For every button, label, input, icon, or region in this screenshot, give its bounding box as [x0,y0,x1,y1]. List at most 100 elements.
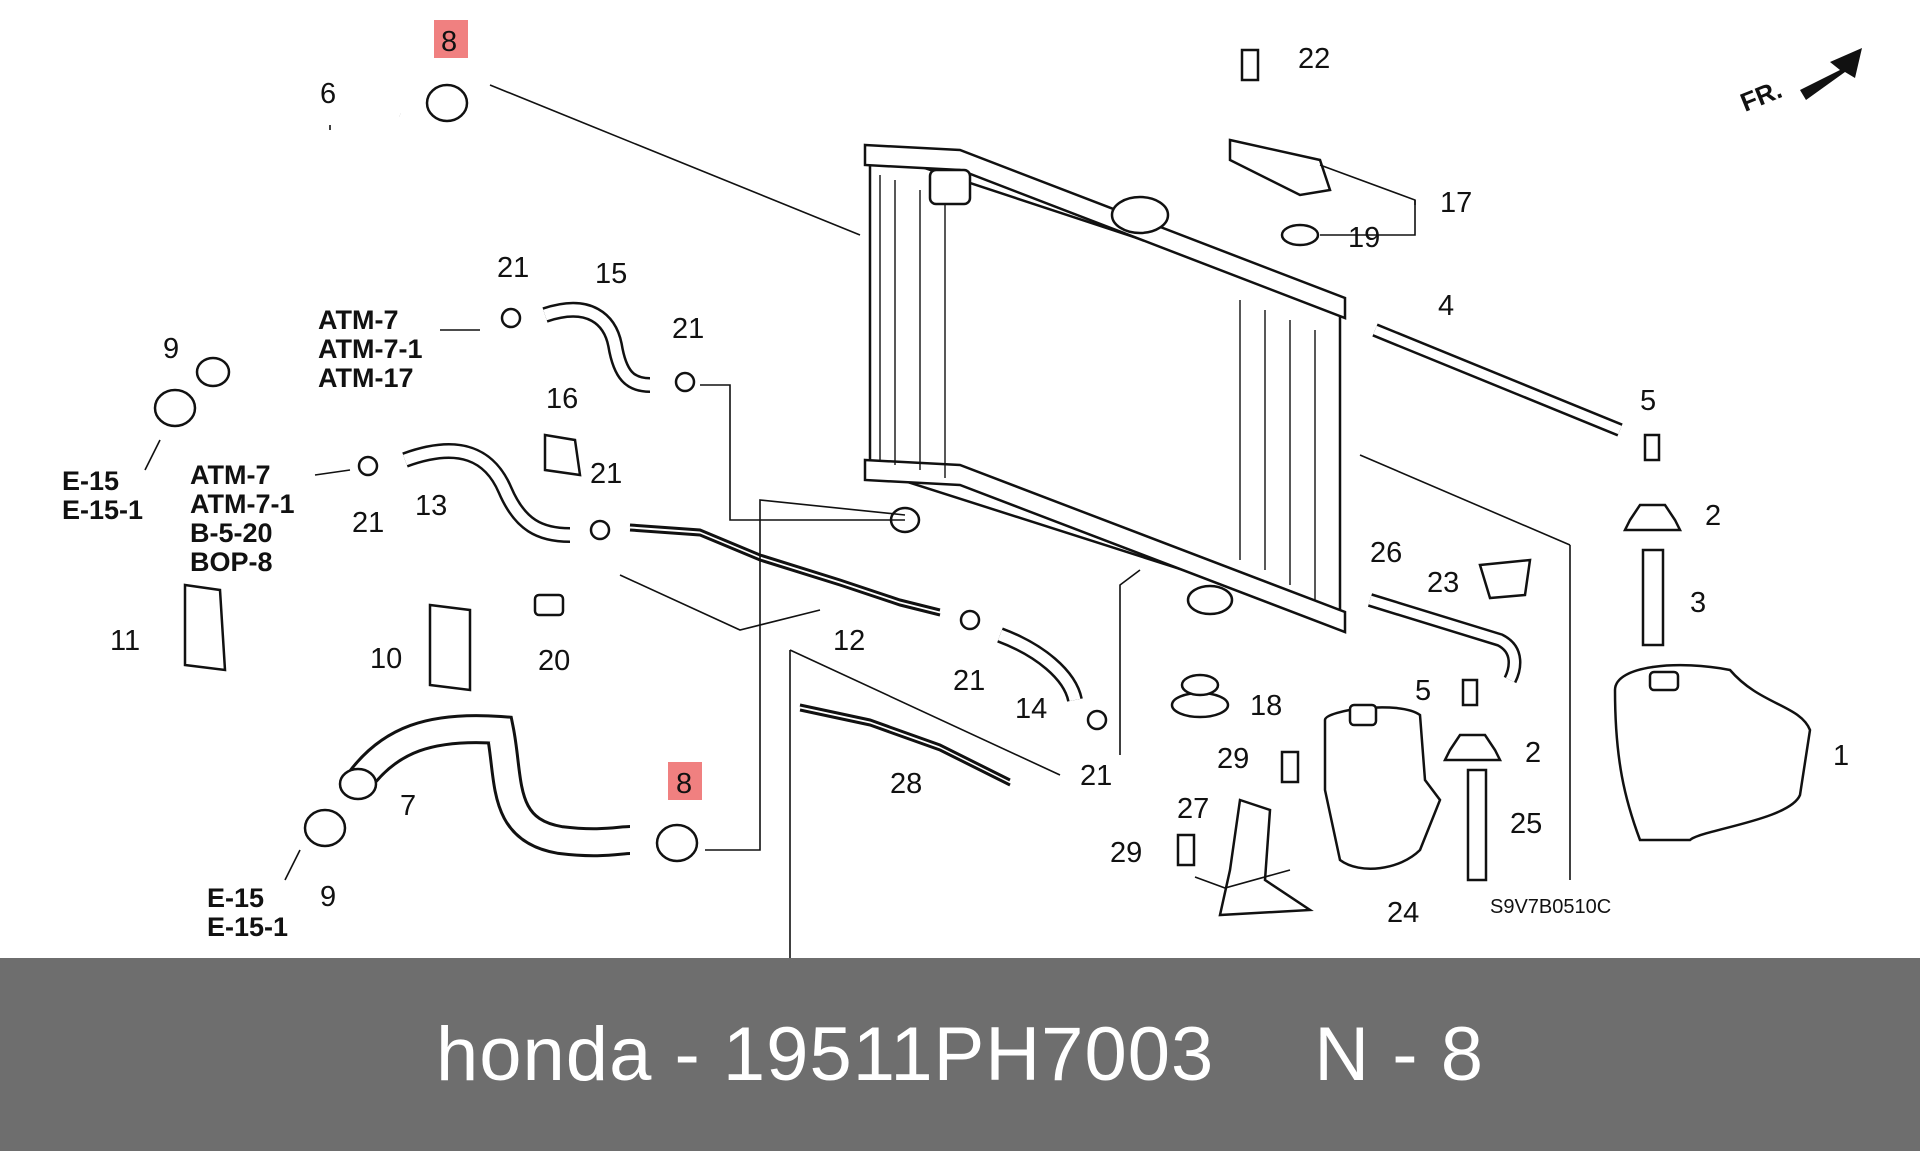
part-labels: 1 2 2 3 4 5 5 6 7 8 8 9 9 10 11 12 13 14… [110,26,1849,929]
tank-cap-2b [1442,733,1503,762]
label-19: 19 [1348,222,1380,254]
lower-hose-end [338,767,378,801]
lower-hose-inner [350,717,631,855]
label-21e: 21 [953,665,985,697]
label-24: 24 [1387,897,1419,929]
hose-clamp-9a [153,388,197,428]
bolt-29a [1280,750,1300,784]
label-8b: 8 [676,768,692,800]
label-6: 6 [320,78,336,110]
svg-text:E-15-1: E-15-1 [207,912,288,942]
tube-25 [1466,768,1488,882]
tube-3 [1641,548,1665,647]
reference-group-c: E-15 E-15-1 [62,466,143,525]
label-17: 17 [1440,187,1472,219]
hose-clamp-8b [655,823,699,863]
atf-pipe-12 [629,523,941,612]
label-29a: 29 [1217,743,1249,775]
svg-text:ATM-17: ATM-17 [318,363,414,393]
label-9a: 9 [163,333,179,365]
reference-group-a: ATM-7 ATM-7-1 ATM-17 [318,305,423,393]
reference-group-b: ATM-7 ATM-7-1 B-5-20 BOP-8 [190,460,295,577]
label-14: 14 [1015,693,1047,725]
clamp-21d [589,519,611,541]
n-label: N [1314,1012,1371,1097]
clamp-21a [500,307,522,329]
clamp-21e [959,609,981,631]
clamp-21b [674,371,696,393]
svg-text:B-5-20: B-5-20 [190,518,273,548]
svg-text:ATM-7: ATM-7 [190,460,271,490]
atf-pipe-28 [799,703,1011,782]
label-20: 20 [538,645,570,677]
tank-cap-2a [1622,503,1683,532]
hose-clip-16 [543,433,582,477]
hose-clamp-8a [425,83,469,123]
label-28: 28 [890,768,922,800]
part-number: 19511PH7003 [722,1012,1215,1097]
svg-text:FR.: FR. [1736,74,1786,118]
bolt-22 [1240,48,1260,82]
svg-text:E-15: E-15 [62,466,119,496]
drain-bolt-5b [1461,678,1479,707]
label-10: 10 [370,643,402,675]
upper-hose-end [195,356,231,388]
label-18: 18 [1250,690,1282,722]
hose-clamp-9b [303,808,347,848]
rubber-mount-19 [1280,223,1320,247]
label-27: 27 [1177,793,1209,825]
bolt-20 [533,593,565,617]
radiator-core [863,143,1347,634]
svg-text:E-15: E-15 [207,883,264,913]
label-25: 25 [1510,808,1542,840]
parts-diagram: FR. [62,20,1862,958]
reference-group-d: E-15 E-15-1 [207,883,288,942]
label-1: 1 [1833,740,1849,772]
part-caption: honda - 19511PH7003 N - 8 [0,958,1920,1151]
highlight-8b [668,762,702,800]
label-12: 12 [833,625,865,657]
label-21a: 21 [497,252,529,284]
label-21b: 21 [672,313,704,345]
diagram-code: S9V7B0510C [1490,896,1611,918]
label-2a: 2 [1705,500,1721,532]
label-21c: 21 [352,507,384,539]
label-15: 15 [595,258,627,290]
upper-bracket-17 [1228,138,1332,197]
label-3: 3 [1690,587,1706,619]
label-4: 4 [1438,290,1454,322]
clamp-21f [1086,709,1108,731]
label-13: 13 [415,490,447,522]
leader-lines [144,84,1571,958]
brand-name: honda [436,1012,653,1097]
hose-clip-11 [183,583,227,672]
svg-text:ATM-7-1: ATM-7-1 [190,489,295,519]
reserve-tank-24 [1323,706,1442,870]
svg-text:E-15-1: E-15-1 [62,495,143,525]
label-9b: 9 [320,881,336,913]
label-23: 23 [1427,567,1459,599]
clamp-21c [357,455,379,477]
label-16: 16 [546,383,578,415]
label-29b: 29 [1110,837,1142,869]
svg-text:ATM-7: ATM-7 [318,305,399,335]
caption-separator: - [674,1012,701,1097]
hose-clip-23 [1478,558,1532,600]
upper-hose-inner [201,103,402,381]
label-5b: 5 [1415,675,1431,707]
label-2b: 2 [1525,737,1541,769]
label-8a: 8 [441,26,457,58]
drain-bolt-5a [1643,433,1661,462]
n-value: 8 [1440,1012,1484,1097]
highlight-8a [434,20,468,58]
radiator-exploded-view: FR. [62,20,1862,958]
n-separator: - [1392,1012,1419,1097]
bolt-29b [1176,833,1196,867]
label-21d: 21 [590,458,622,490]
reserve-tank-1 [1613,663,1812,842]
label-22: 22 [1298,43,1330,75]
label-26: 26 [1370,537,1402,569]
label-5a: 5 [1640,385,1656,417]
svg-text:ATM-7-1: ATM-7-1 [318,334,423,364]
footer-bar: honda - 19511PH7003 N - 8 [0,958,1920,1151]
